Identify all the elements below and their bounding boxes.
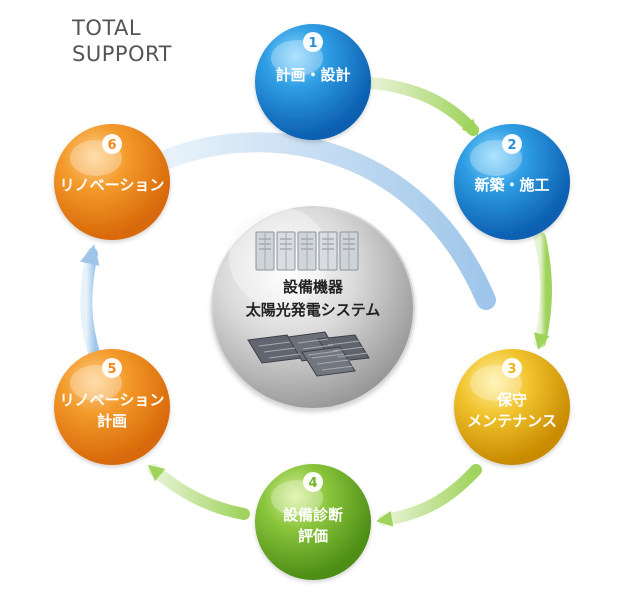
step-6-line-1: リノベーション bbox=[60, 176, 165, 194]
step-label-1: 計画・設計 bbox=[275, 66, 350, 84]
arrow-3-to-4 bbox=[376, 464, 482, 527]
step-1-line-1: 計画・設計 bbox=[275, 66, 350, 84]
step-3-line-2: メンテナンス bbox=[467, 412, 557, 430]
step-4-line-1: 設備診断 bbox=[283, 506, 343, 524]
step-badge-3: 3 bbox=[502, 358, 522, 378]
step-2-line-1: 新築・施工 bbox=[474, 176, 549, 194]
equipment-cabinets-icon bbox=[255, 231, 359, 271]
step-number-6: 6 bbox=[107, 138, 116, 153]
step-number-5: 5 bbox=[107, 362, 116, 377]
step-number-2: 2 bbox=[507, 138, 516, 153]
step-badge-5: 5 bbox=[102, 358, 122, 378]
step-node-3 bbox=[454, 349, 570, 465]
step-label-3: 保守 メンテナンス bbox=[467, 391, 557, 430]
step-3-line-1: 保守 bbox=[496, 391, 527, 409]
arrow-2-to-3 bbox=[533, 232, 552, 350]
arrow-5-to-6 bbox=[80, 244, 101, 362]
step-label-4: 設備診断 評価 bbox=[283, 506, 343, 545]
arrow-4-to-5 bbox=[147, 464, 250, 520]
step-number-3: 3 bbox=[507, 362, 516, 377]
step-5-line-1: リノベーション bbox=[60, 391, 165, 409]
step-number-4: 4 bbox=[308, 476, 317, 491]
step-label-5: リノベーション 計画 bbox=[60, 391, 165, 430]
step-badge-1: 1 bbox=[303, 32, 323, 52]
center-label: 設備機器 太陽光発電システム bbox=[246, 278, 381, 319]
title-line-2: SUPPORT bbox=[72, 42, 172, 66]
arrow-1-to-2 bbox=[366, 77, 479, 136]
main-cycle-arrow bbox=[160, 132, 496, 310]
step-number-1: 1 bbox=[308, 36, 317, 51]
center-label-line-1: 設備機器 bbox=[283, 278, 344, 296]
step-4-line-2: 評価 bbox=[298, 527, 328, 545]
step-label-6: リノベーション bbox=[60, 176, 165, 194]
step-badge-4: 4 bbox=[303, 472, 323, 492]
step-5-line-2: 計画 bbox=[97, 412, 127, 430]
center-label-line-2: 太陽光発電システム bbox=[246, 301, 381, 319]
page-title: TOTAL SUPPORT bbox=[72, 15, 172, 67]
title-line-1: TOTAL bbox=[72, 16, 142, 40]
step-label-2: 新築・施工 bbox=[474, 176, 549, 194]
solar-panels-icon bbox=[247, 331, 370, 377]
step-badge-6: 6 bbox=[102, 134, 122, 154]
step-badge-2: 2 bbox=[502, 134, 522, 154]
